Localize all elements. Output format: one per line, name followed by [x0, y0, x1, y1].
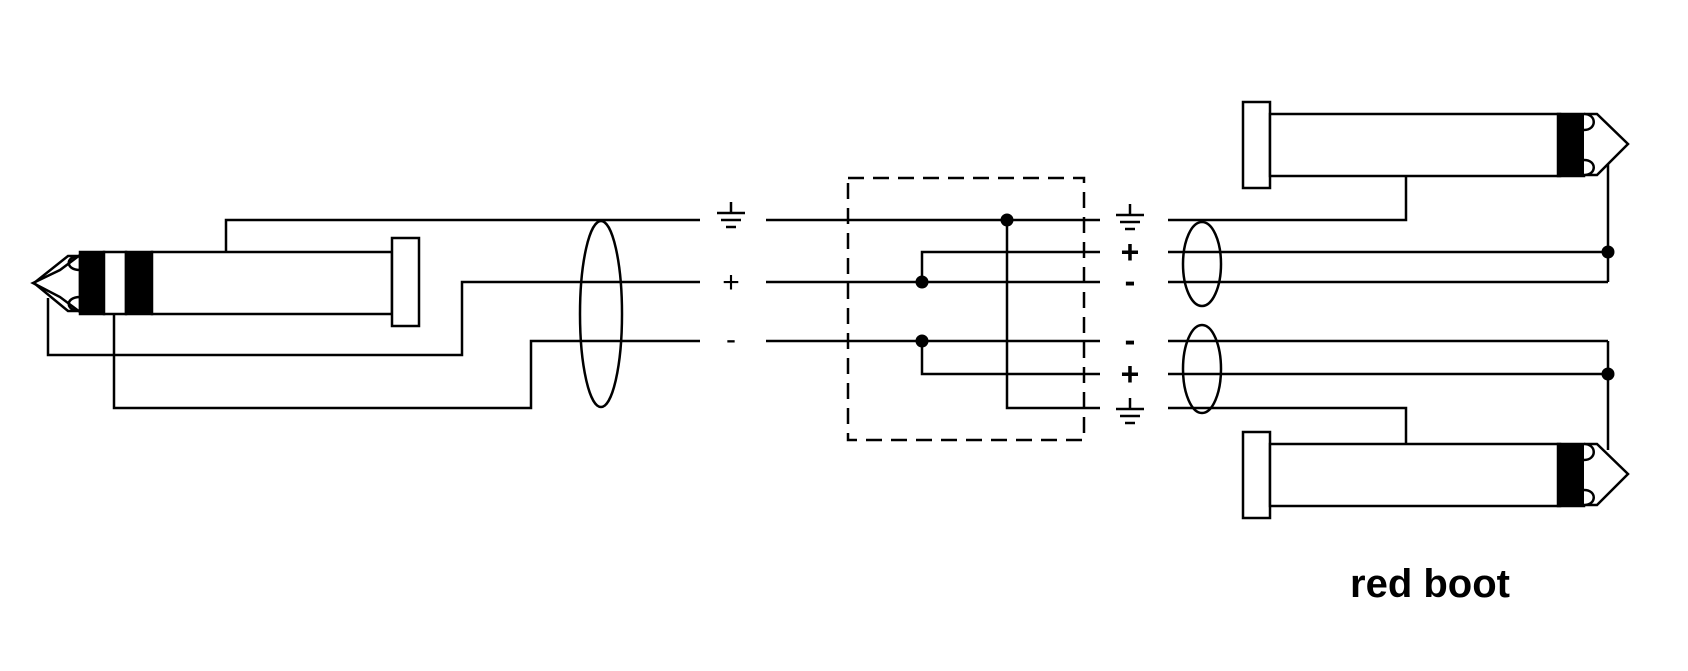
junction-dots — [915, 213, 1615, 381]
middle-wires — [766, 218, 1100, 410]
plus-label-left: + — [722, 266, 740, 299]
junction-dot — [915, 275, 929, 289]
plug-body — [150, 250, 394, 316]
plug-cap — [1241, 100, 1272, 190]
wire-ground-left — [224, 218, 700, 252]
cable-shield-right-bottom — [1181, 323, 1223, 415]
junction-dot — [1601, 367, 1615, 381]
plus-label-right-bottom: + — [1121, 356, 1140, 392]
mono-jack-plug-bottom — [1241, 430, 1630, 520]
splitter-box — [846, 176, 1086, 442]
left-wires — [46, 218, 700, 410]
plug-tip-outline — [1583, 112, 1630, 177]
minus-label-right-bottom: - — [1125, 322, 1136, 358]
plug-ring-black — [1556, 112, 1586, 178]
plug-insulator — [102, 250, 128, 316]
cable-shield-left — [578, 219, 624, 409]
minus-label-left: - — [726, 323, 736, 356]
plus-label-right-top: + — [1121, 234, 1140, 270]
stereo-jack-plug — [30, 236, 421, 328]
junction-dot — [1000, 213, 1014, 227]
wire-bottom-ground — [1168, 406, 1408, 446]
wire-ground-split — [1005, 220, 1100, 410]
minus-label-right-top: - — [1125, 263, 1136, 299]
plug-ring-black — [1556, 442, 1586, 508]
plug-cap — [390, 236, 421, 328]
junction-dot — [915, 334, 929, 348]
wire-plus-left — [46, 280, 700, 357]
wire-minus-split — [920, 341, 1100, 376]
ground-icon-right-bottom — [1116, 398, 1144, 425]
plug-sleeve-black — [124, 250, 154, 316]
ground-icon-right-top — [1116, 204, 1144, 231]
mono-jack-plug-top — [1241, 100, 1630, 190]
wire-plus-split — [920, 250, 1100, 282]
caption-red-boot: red boot — [1350, 562, 1510, 606]
plug-ring-black — [78, 250, 106, 316]
plug-cap — [1241, 430, 1272, 520]
junction-dot — [1601, 245, 1615, 259]
right-wires — [1168, 163, 1610, 450]
plug-body — [1268, 442, 1562, 508]
wire-minus-left — [112, 314, 700, 410]
cable-shield-right-top — [1181, 220, 1223, 308]
ground-icon-left — [717, 202, 745, 229]
plug-tip-outline — [1583, 442, 1630, 507]
plug-body — [1268, 112, 1562, 178]
wire-top-ground — [1168, 174, 1408, 222]
plug-tip-outline — [32, 254, 81, 313]
